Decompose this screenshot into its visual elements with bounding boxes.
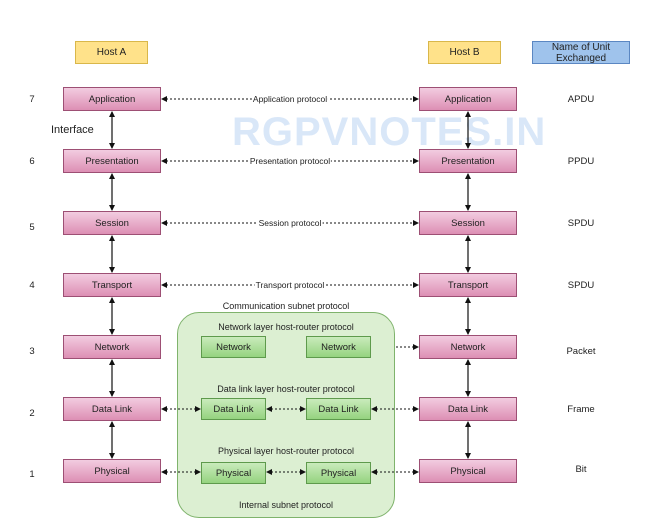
host-a-application: Application: [63, 87, 161, 111]
presentation-protocol-label: Presentation protocol: [248, 156, 332, 166]
host-b-datalink: Data Link: [419, 397, 517, 421]
unit-ppdu: PPDU: [567, 156, 595, 167]
layer-number-3: 3: [29, 346, 35, 357]
host-a-datalink: Data Link: [63, 397, 161, 421]
router-b-physical: Physical: [306, 462, 371, 484]
layer-number-1: 1: [29, 469, 35, 480]
router-b-network: Network: [306, 336, 371, 358]
router-b-datalink: Data Link: [306, 398, 371, 420]
router-a-network: Network: [201, 336, 266, 358]
host-a-presentation: Presentation: [63, 149, 161, 173]
unit-bit: Bit: [575, 464, 587, 475]
unit-spdu-session: SPDU: [567, 218, 595, 229]
transport-protocol-label: Transport protocol: [254, 280, 326, 290]
layer-number-2: 2: [29, 408, 35, 419]
unit-spdu-transport: SPDU: [567, 280, 595, 291]
application-protocol-label: Application protocol: [251, 94, 329, 104]
internal-subnet-protocol-label: Internal subnet protocol: [238, 500, 334, 510]
layer-number-5: 5: [29, 222, 35, 233]
host-b-header: Host B: [428, 41, 501, 64]
physical-router-protocol-label: Physical layer host-router protocol: [217, 446, 355, 456]
layer-number-4: 4: [29, 280, 35, 291]
host-b-network: Network: [419, 335, 517, 359]
unit-frame: Frame: [567, 404, 595, 415]
host-a-physical: Physical: [63, 459, 161, 483]
host-a-session: Session: [63, 211, 161, 235]
datalink-router-protocol-label: Data link layer host-router protocol: [217, 384, 355, 394]
host-b-physical: Physical: [419, 459, 517, 483]
subnet-protocol-title: Communication subnet protocol: [222, 301, 350, 311]
router-a-physical: Physical: [201, 462, 266, 484]
unit-header: Name of Unit Exchanged: [532, 41, 630, 64]
layer-number-7: 7: [29, 94, 35, 105]
host-a-network: Network: [63, 335, 161, 359]
session-protocol-label: Session protocol: [257, 218, 323, 228]
layer-number-6: 6: [29, 156, 35, 167]
host-b-session: Session: [419, 211, 517, 235]
interface-label: Interface: [51, 124, 94, 136]
host-b-presentation: Presentation: [419, 149, 517, 173]
unit-apdu: APDU: [567, 94, 595, 105]
network-router-protocol-label: Network layer host-router protocol: [218, 322, 354, 332]
host-a-transport: Transport: [63, 273, 161, 297]
host-a-header: Host A: [75, 41, 148, 64]
host-b-application: Application: [419, 87, 517, 111]
unit-packet: Packet: [566, 346, 596, 357]
watermark-text: RGPVNOTES.IN: [232, 110, 547, 154]
host-b-transport: Transport: [419, 273, 517, 297]
router-a-datalink: Data Link: [201, 398, 266, 420]
